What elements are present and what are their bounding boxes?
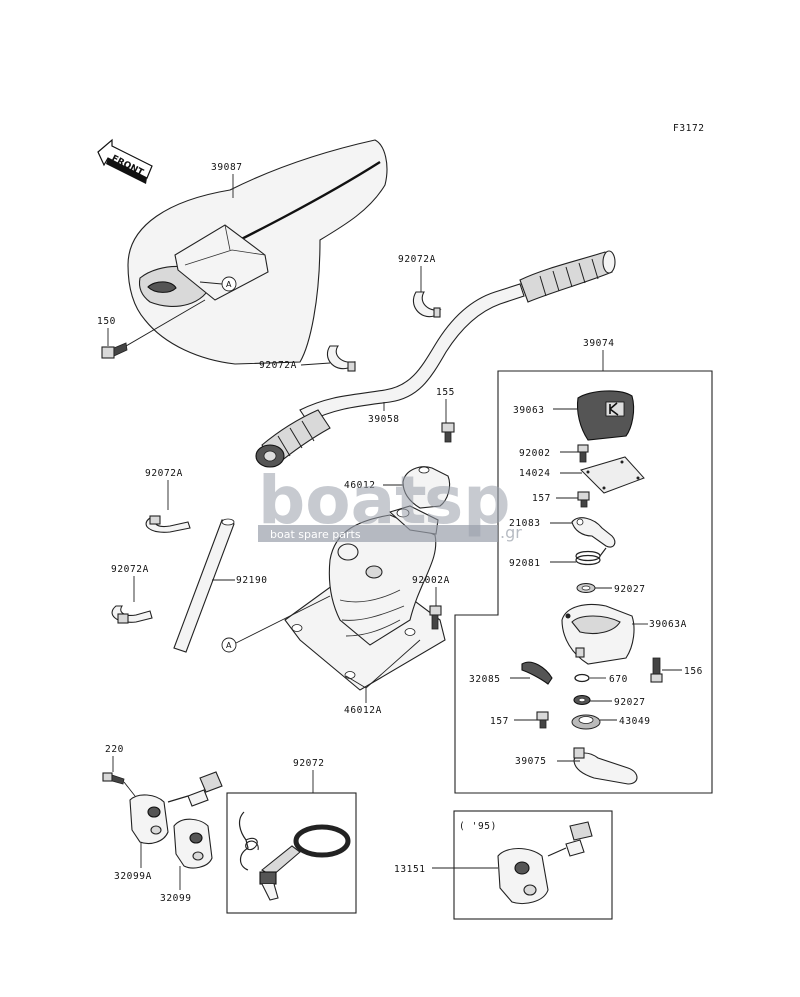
screw-157-top (577, 491, 590, 508)
washer-92027-bottom (573, 694, 591, 706)
callout-92072: 92072 (293, 758, 325, 769)
callout-39058: 39058 (368, 414, 400, 425)
callout-39063: 39063 (513, 405, 545, 416)
spring-92081 (575, 547, 607, 566)
assembly-frame-39074 (454, 370, 713, 794)
callout-92027-top: 92027 (614, 584, 646, 595)
callout-39063A: 39063A (649, 619, 687, 630)
bolt-155 (441, 422, 455, 443)
housing-39063A (561, 603, 635, 665)
connector-wire (167, 771, 223, 807)
callout-92072A-top: 92072A (398, 254, 436, 265)
bolt-92002A (429, 605, 442, 630)
callout-32099A: 32099A (114, 871, 152, 882)
watermark-bar (258, 525, 498, 542)
handlebar-pad (127, 139, 388, 365)
gasket-14024 (580, 456, 645, 494)
lever-32085 (521, 661, 553, 685)
right-grip (519, 250, 616, 303)
callout-46012: 46012 (344, 480, 376, 491)
cover-39063 (576, 390, 635, 441)
ref-marker-a-top-label: A (226, 280, 232, 289)
callout-32099: 32099 (160, 893, 192, 904)
callout-92072A-mid: 92072A (259, 360, 297, 371)
callout-220: 220 (105, 744, 124, 755)
callout-21083: 21083 (509, 518, 541, 529)
screw-156 (650, 657, 663, 683)
seal-43049 (571, 714, 601, 730)
clamp-mid (326, 345, 356, 372)
switch-box-13151 (453, 810, 613, 920)
steering-column-46012A (284, 505, 446, 691)
callout-92002: 92002 (519, 448, 551, 459)
watermark: boat sp boat spare parts .gr (258, 462, 522, 542)
callout-92027-bottom: 92027 (614, 697, 646, 708)
callout-39074: 39074 (583, 338, 615, 349)
lever-21083 (571, 517, 616, 548)
clamp-left-2 (111, 605, 153, 624)
callout-39075: 39075 (515, 756, 547, 767)
switch-13151 (497, 821, 593, 905)
year-note: ( '95) (459, 821, 497, 832)
ref-marker-a-bottom-label: A (226, 641, 232, 650)
switch-32099A (129, 794, 169, 845)
switch-32099 (173, 818, 213, 869)
callout-157-bottom: 157 (490, 716, 509, 727)
callout-39087: 39087 (211, 162, 243, 173)
screw-157-bottom (536, 711, 549, 729)
bolt-150 (101, 342, 128, 359)
callout-32085: 32085 (469, 674, 501, 685)
callout-92072A-left1: 92072A (145, 468, 183, 479)
washer-92027-top (576, 583, 596, 593)
clamp-top (412, 291, 442, 318)
watermark-tagline: boat spare parts (270, 528, 361, 541)
callout-92081: 92081 (509, 558, 541, 569)
ref-marker-a-bottom (221, 637, 237, 653)
watermark-suffix: .gr (500, 523, 522, 542)
screw-220 (102, 772, 125, 785)
tube-92190 (173, 518, 235, 653)
figure-code: F3172 (673, 123, 705, 134)
left-grip (255, 409, 331, 468)
handlebar (255, 250, 616, 468)
callout-43049: 43049 (619, 716, 651, 727)
clamp-box-92072 (226, 792, 357, 914)
callout-92002A: 92002A (412, 575, 450, 586)
callout-13151: 13151 (394, 864, 426, 875)
callout-155: 155 (436, 387, 455, 398)
callout-92072A-left2: 92072A (111, 564, 149, 575)
callout-46012A: 46012A (344, 705, 382, 716)
clamp-92072 (238, 811, 351, 901)
callout-670: 670 (609, 674, 628, 685)
callout-157-top: 157 (532, 493, 551, 504)
upper-clamp-46012 (402, 466, 451, 509)
lever-39075 (573, 747, 638, 785)
callout-92190: 92190 (236, 575, 268, 586)
front-arrow: FRONT (97, 138, 153, 184)
callout-156: 156 (684, 666, 703, 677)
callout-150: 150 (97, 316, 116, 327)
oring-670 (574, 673, 590, 683)
callout-14024: 14024 (519, 468, 551, 479)
clamp-left-1 (145, 515, 191, 533)
screw-92002 (577, 444, 589, 463)
